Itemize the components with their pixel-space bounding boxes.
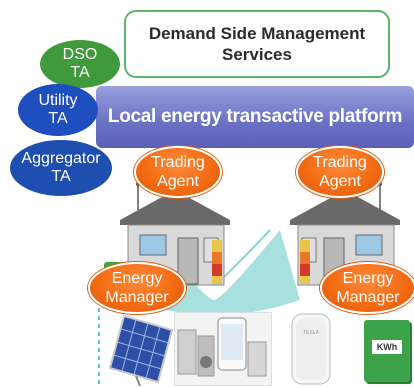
trading-agent-left: Trading Agent <box>134 146 222 198</box>
utility-ta-line1: Utility <box>38 92 78 109</box>
utility-ta-ellipse: Utility TA <box>18 84 98 136</box>
trading-agent-right: Trading Agent <box>296 146 384 198</box>
trading-agent-left-line2: Agent <box>157 173 199 190</box>
energy-manager-right: Energy Manager <box>320 262 414 314</box>
trading-agent-right-line2: Agent <box>319 173 361 190</box>
dso-ta-line2: TA <box>70 64 90 81</box>
solar-panel-icon <box>108 314 174 386</box>
trading-agent-right-line1: Trading <box>313 154 367 171</box>
smart-meter: KWh <box>364 320 410 382</box>
aggregator-ta-ellipse: Aggregator TA <box>10 140 112 196</box>
dashed-divider <box>98 308 100 388</box>
trading-agent-left-line1: Trading <box>151 154 205 171</box>
energy-manager-right-line2: Manager <box>336 289 400 306</box>
demand-side-management-box: Demand Side Management Services <box>124 10 390 78</box>
aggregator-ta-line1: Aggregator <box>21 150 101 167</box>
energy-manager-left: Energy Manager <box>88 262 186 314</box>
dsm-label: Demand Side Management Services <box>148 24 366 64</box>
home-battery-icon: TESLA <box>291 313 331 385</box>
energy-manager-right-line1: Energy <box>342 270 394 287</box>
local-energy-transactive-platform: Local energy transactive platform <box>96 86 414 148</box>
energy-manager-left-line2: Manager <box>105 289 169 306</box>
energy-manager-left-line1: Energy <box>111 270 163 287</box>
aggregator-ta-line2: TA <box>51 168 71 185</box>
dso-ta-ellipse: DSO TA <box>40 40 120 88</box>
appliances-icon <box>177 317 267 377</box>
smart-meter-label: KWh <box>372 340 402 354</box>
platform-label: Local energy transactive platform <box>107 106 403 127</box>
utility-ta-line2: TA <box>48 110 68 127</box>
dso-ta-line1: DSO <box>62 46 98 63</box>
svg-text:TESLA: TESLA <box>303 330 320 336</box>
